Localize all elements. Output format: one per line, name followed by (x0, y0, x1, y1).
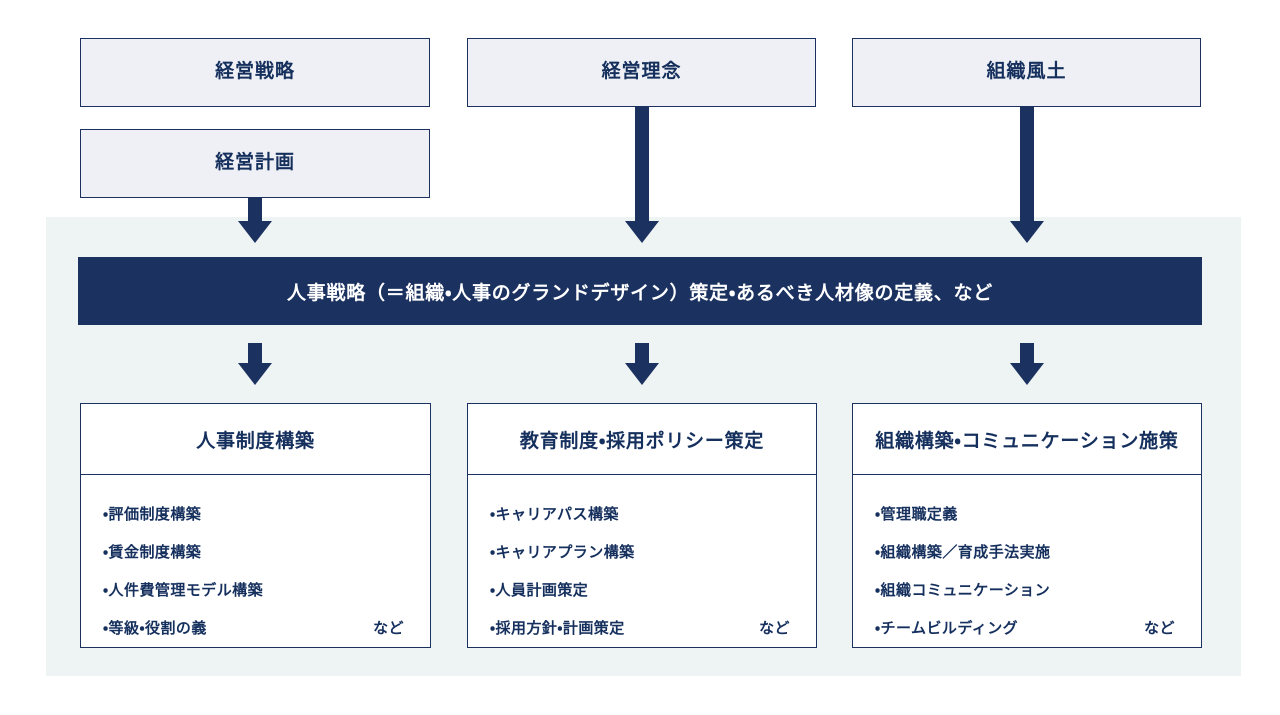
list-item: ・評価制度構築 (103, 503, 408, 524)
list-item: ・組織コミュニケーション (875, 579, 1179, 600)
box-organizational-culture-label: 組織風土 (986, 61, 1067, 83)
card-hr-system-list: ・評価制度構築 ・賃金制度構築 ・人件費管理モデル構築 ・等級・役割の義 など (81, 475, 430, 655)
hr-strategy-banner[interactable]: 人事戦略（＝組織・人事のグランドデザイン）策定・あるべき人材像の定義、など (78, 257, 1202, 325)
arrow-head (238, 221, 272, 243)
list-item-text: ・チームビルディング (875, 620, 1019, 637)
down-arrow-icon-plan-to-banner (238, 198, 272, 243)
box-management-strategy-label: 経営戦略 (215, 61, 295, 83)
list-item-text: ・等級・役割の義 (103, 620, 207, 637)
list-item: ・賃金制度構築 (103, 541, 408, 562)
list-item: ・人件費管理モデル構築 (103, 579, 408, 600)
arrow-stem (635, 343, 649, 363)
list-item-text: ・キャリアプラン構築 (490, 544, 635, 561)
box-management-plan-label: 経営計画 (215, 152, 295, 174)
list-item-etc: など (759, 620, 790, 637)
list-item: ・等級・役割の義 など (103, 617, 408, 638)
arrow-stem (248, 198, 262, 221)
card-organization-communication-title: 組織構築・コミュニケーション施策 (853, 404, 1201, 475)
list-item: ・チームビルディング など (875, 617, 1179, 638)
arrow-head (625, 221, 659, 243)
card-hr-system-title: 人事制度構築 (81, 404, 430, 475)
card-organization-communication-list: ・管理職定義 ・組織構築／育成手法実施 ・組織コミュニケーション ・チームビルデ… (853, 475, 1201, 655)
card-education-recruiting-list: ・キャリアパス構築 ・キャリアプラン構築 ・人員計画策定 ・採用方針・計画策定 … (468, 475, 816, 655)
box-management-philosophy-label: 経営理念 (601, 61, 682, 83)
arrow-stem (635, 107, 649, 221)
list-item: ・キャリアパス構築 (490, 503, 794, 524)
arrow-stem (248, 343, 262, 363)
hr-strategy-banner-label: 人事戦略（＝組織・人事のグランドデザイン）策定・あるべき人材像の定義、など (286, 282, 994, 304)
arrow-stem (1020, 343, 1034, 363)
arrow-head (238, 363, 272, 385)
arrow-head (625, 363, 659, 385)
list-item: ・管理職定義 (875, 503, 1179, 524)
box-management-philosophy[interactable]: 経営理念 (467, 38, 816, 107)
list-item-text: ・賃金制度構築 (103, 544, 202, 561)
box-organizational-culture[interactable]: 組織風土 (852, 38, 1201, 107)
down-arrow-icon-philosophy-to-banner (625, 107, 659, 243)
list-item-text: ・人員計画策定 (490, 582, 589, 599)
list-item: ・組織構築／育成手法実施 (875, 541, 1179, 562)
down-arrow-icon-culture-to-banner (1010, 107, 1044, 243)
card-education-recruiting[interactable]: 教育制度・採用ポリシー策定 ・キャリアパス構築 ・キャリアプラン構築 ・人員計画… (467, 403, 817, 648)
list-item: ・キャリアプラン構築 (490, 541, 794, 562)
list-item-text: ・組織構築／育成手法実施 (875, 544, 1051, 561)
list-item-text: ・人件費管理モデル構築 (103, 582, 264, 599)
list-item: ・人員計画策定 (490, 579, 794, 600)
card-education-recruiting-title: 教育制度・採用ポリシー策定 (468, 404, 816, 475)
list-item-text: ・採用方針・計画策定 (490, 620, 625, 637)
down-arrow-icon-banner-to-card2 (625, 343, 659, 385)
list-item: ・採用方針・計画策定 など (490, 617, 794, 638)
card-hr-system[interactable]: 人事制度構築 ・評価制度構築 ・賃金制度構築 ・人件費管理モデル構築 ・等級・役… (80, 403, 431, 648)
down-arrow-icon-banner-to-card3 (1010, 343, 1044, 385)
list-item-text: ・組織コミュニケーション (875, 582, 1051, 599)
arrow-head (1010, 363, 1044, 385)
list-item-etc: など (1144, 620, 1175, 637)
list-item-text: ・キャリアパス構築 (490, 506, 619, 523)
box-management-strategy[interactable]: 経営戦略 (80, 38, 430, 107)
arrow-head (1010, 221, 1044, 243)
down-arrow-icon-banner-to-card1 (238, 343, 272, 385)
box-management-plan[interactable]: 経営計画 (80, 129, 430, 198)
list-item-text: ・管理職定義 (875, 506, 958, 523)
arrow-stem (1020, 107, 1034, 221)
list-item-etc: など (373, 620, 404, 637)
list-item-text: ・評価制度構築 (103, 506, 202, 523)
card-organization-communication[interactable]: 組織構築・コミュニケーション施策 ・管理職定義 ・組織構築／育成手法実施 ・組織… (852, 403, 1202, 648)
